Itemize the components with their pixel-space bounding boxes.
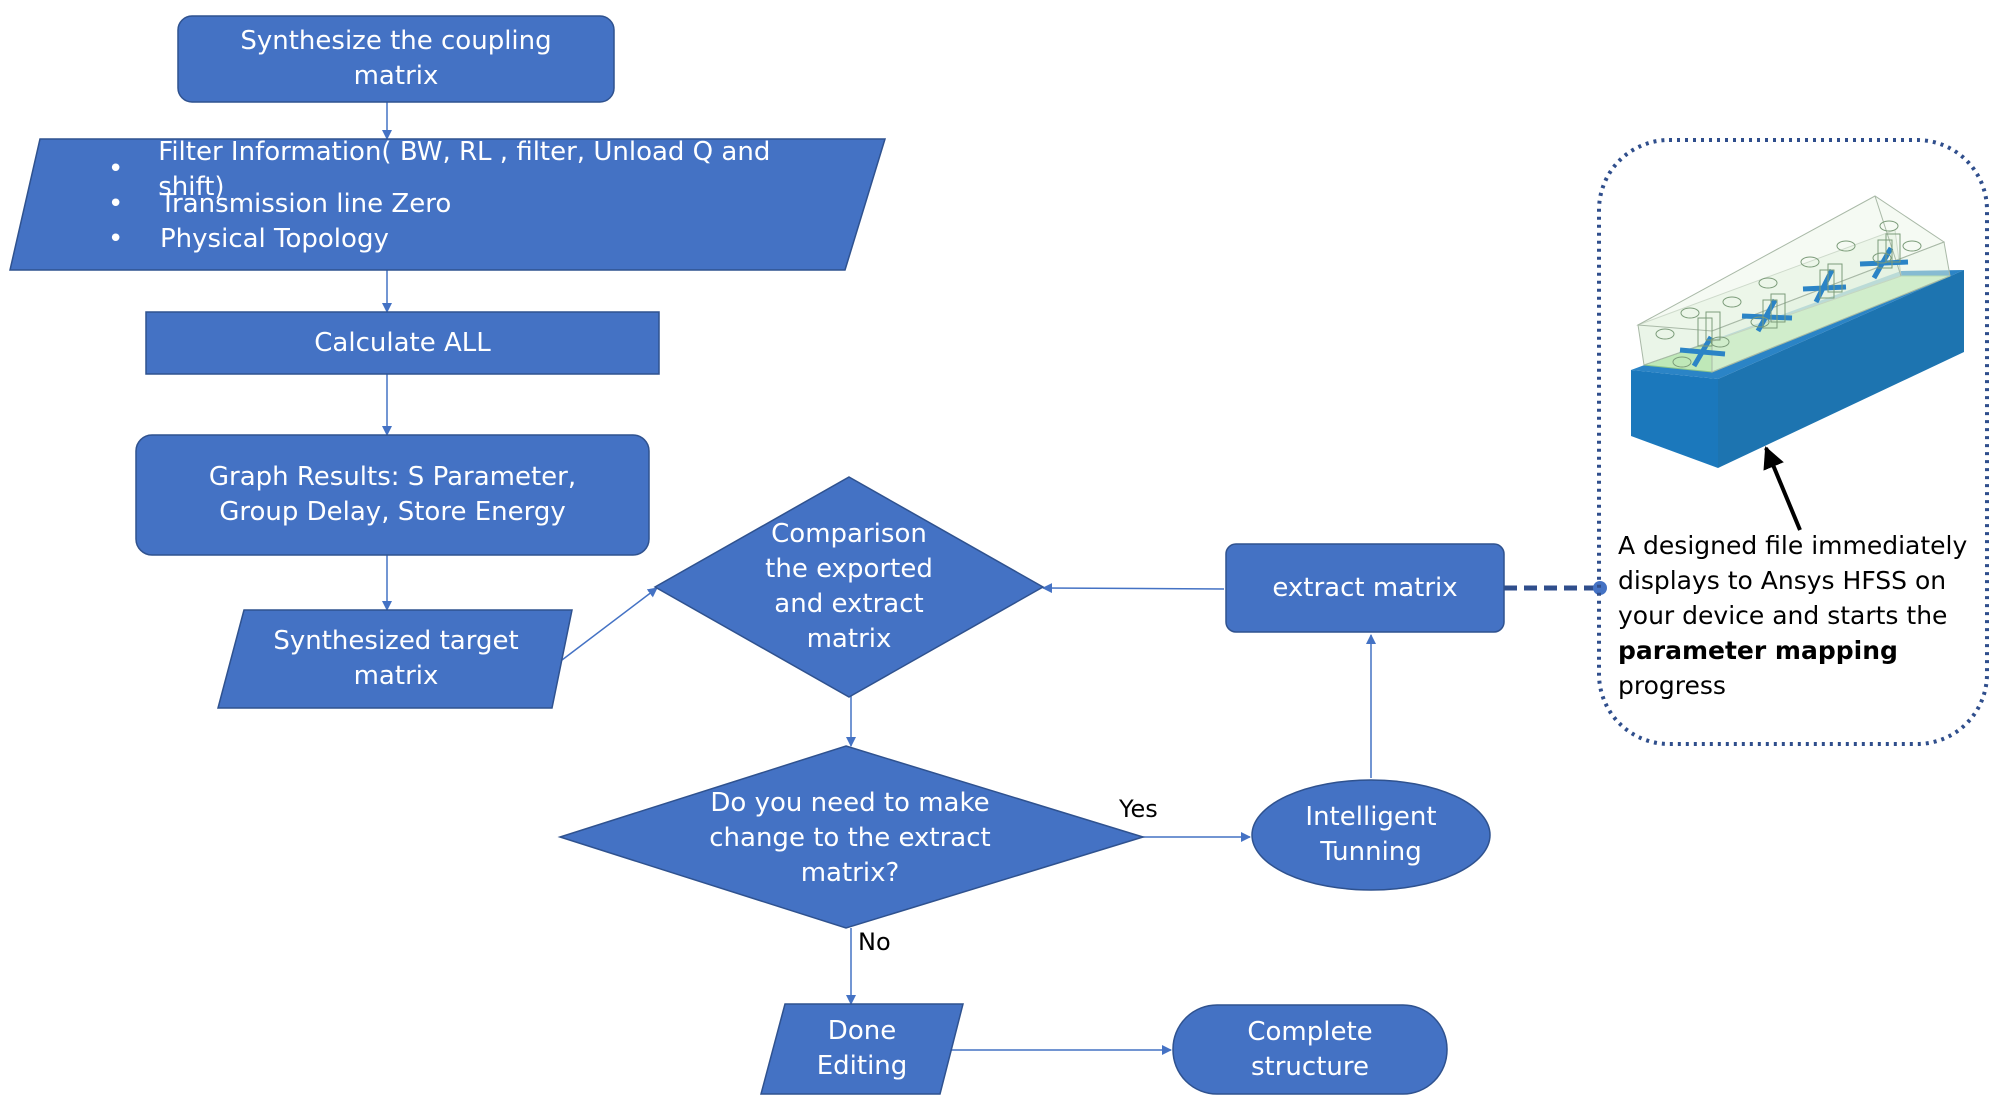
synthesize-label: Synthesize the coupling matrix: [240, 26, 552, 91]
intelligent-tuning-label: Intelligent Tunning: [1305, 802, 1437, 867]
done-editing-label: Done Editing: [816, 1016, 908, 1081]
calculate-box[interactable]: [145, 311, 660, 375]
calculate-label: Calculate ALL: [314, 327, 491, 358]
decision-label: Do you need to make change to the extrac…: [709, 787, 991, 888]
callout-text-bold: parameter mapping: [1618, 636, 1898, 665]
filter-info-item-label: Physical Topology: [160, 224, 389, 254]
synthesize-box[interactable]: [177, 15, 615, 103]
filter-info-item-label: Transmission line Zero: [160, 189, 452, 219]
filter-info-item-label: Filter Information( BW, RL , filter, Unl…: [158, 136, 771, 202]
connector-extract-to-comparison: [1042, 583, 1225, 594]
callout-border: [1597, 138, 1989, 746]
comparison-label: Comparison the exported and extract matr…: [765, 519, 933, 654]
synthesized-target-parallelogram[interactable]: [217, 609, 573, 709]
done-editing-parallelogram[interactable]: [760, 1003, 964, 1095]
filter-info-item: •Filter Information( BW, RL , filter, Un…: [102, 137, 822, 202]
intelligent-tuning-ellipse[interactable]: [1251, 779, 1491, 891]
filter-info-list: •Filter Information( BW, RL , filter, Un…: [102, 137, 822, 257]
hfss-filter-model: [1631, 195, 1964, 468]
filter-info-item: •Physical Topology: [102, 222, 822, 257]
complete-structure-terminator[interactable]: [1172, 1004, 1448, 1095]
extract-matrix-label: extract matrix: [1272, 572, 1458, 603]
complete-structure-label: Complete structure: [1247, 1016, 1373, 1082]
callout-text-after: progress: [1618, 671, 1726, 700]
decision-diamond[interactable]: [557, 745, 1146, 929]
callout-text-before: A designed file immediately displays to …: [1618, 531, 1968, 630]
dashed-link-endpoint: [1593, 581, 1607, 595]
graph-results-box[interactable]: [135, 434, 650, 556]
comparison-diamond[interactable]: [653, 476, 1045, 698]
filter-info-item: •Transmission line Zero: [102, 187, 822, 222]
graph-results-label: Graph Results: S Parameter, Group Delay,…: [208, 462, 577, 527]
synthesized-target-label: Synthesized target matrix: [273, 626, 519, 691]
yes-label: Yes: [1119, 795, 1158, 823]
callout-text: A designed file immediately displays to …: [1618, 528, 1978, 703]
connector-target-to-comparison: [561, 587, 658, 661]
extract-matrix-box[interactable]: [1225, 543, 1505, 633]
filter-info-parallelogram[interactable]: [9, 138, 887, 271]
callout-pointer-arrow: [1763, 446, 1802, 531]
no-label: No: [858, 928, 891, 956]
